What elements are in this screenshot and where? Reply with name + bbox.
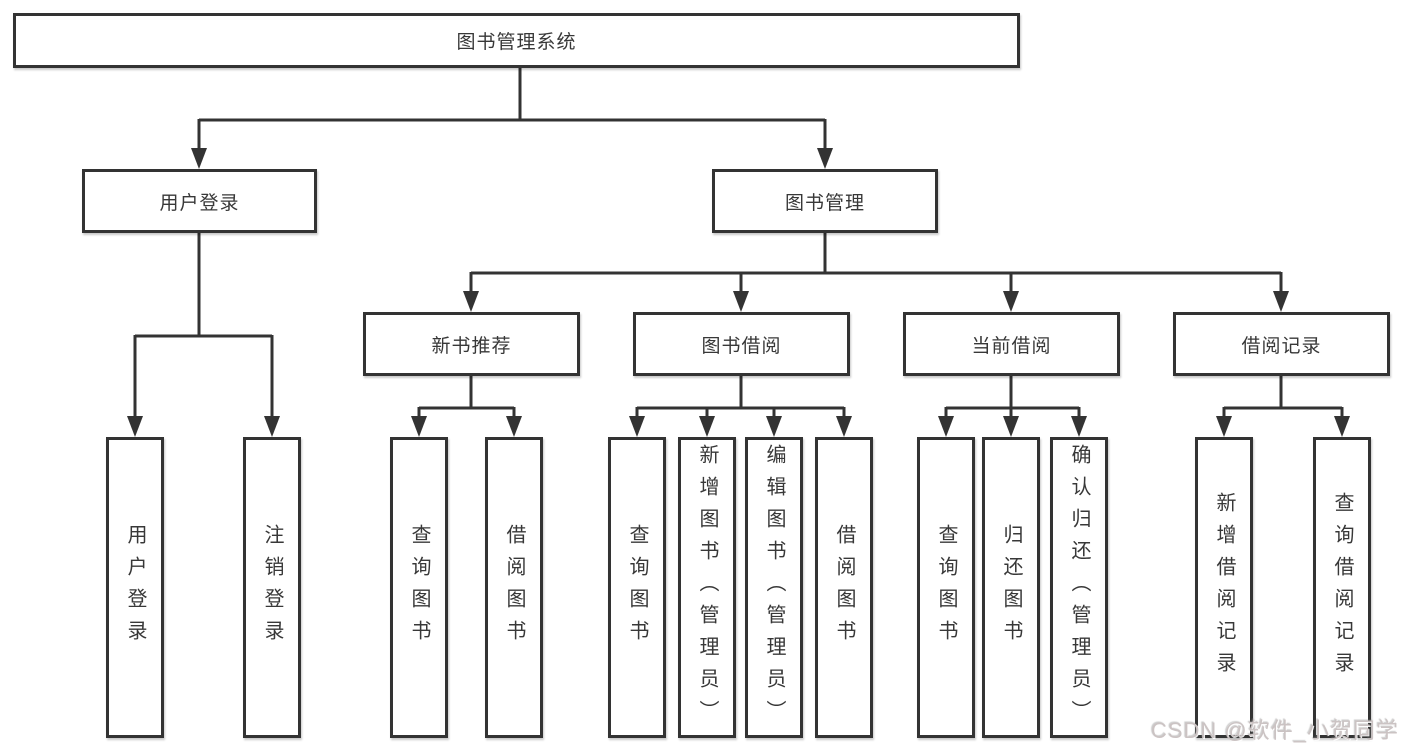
node-user-login-branch: 用户登录 [82,169,317,233]
leaf-label: 查询图书 [935,523,957,652]
watermark: CSDN @软件_小贺同学 [1150,718,1399,743]
leaf-label: 注销登录 [261,523,283,652]
leaf-logout: 注销登录 [243,437,301,738]
leaf-label: 新增图书（管理员） [696,443,718,732]
leaf-label: 归还图书 [1000,523,1022,652]
leaf-query-books-current: 查询图书 [917,437,975,738]
leaf-borrow-books: 借阅图书 [815,437,873,738]
leaf-edit-books-admin: 编辑图书（管理员） [745,437,803,738]
node-current-borrow: 当前借阅 [903,312,1120,376]
leaf-label: 编辑图书（管理员） [763,443,785,732]
leaf-borrow-books-recommend: 借阅图书 [485,437,543,738]
leaf-label: 查询图书 [408,523,430,652]
leaf-query-books-borrow: 查询图书 [608,437,666,738]
leaf-confirm-return-admin: 确认归还（管理员） [1050,437,1108,738]
node-root-system: 图书管理系统 [13,13,1020,68]
leaf-add-borrow-record: 新增借阅记录 [1195,437,1253,738]
leaf-return-books: 归还图书 [982,437,1040,738]
leaf-label: 借阅图书 [833,523,855,652]
node-book-borrow: 图书借阅 [633,312,850,376]
leaf-label: 新增借阅记录 [1213,491,1235,684]
arrowheads [127,148,1350,437]
leaf-user-login: 用户登录 [106,437,164,738]
leaf-query-books-recommend: 查询图书 [390,437,448,738]
leaf-label: 查询图书 [626,523,648,652]
leaf-add-books-admin: 新增图书（管理员） [678,437,736,738]
leaf-query-borrow-record: 查询借阅记录 [1313,437,1371,738]
node-book-management: 图书管理 [712,169,938,233]
node-borrow-records: 借阅记录 [1173,312,1390,376]
leaf-label: 用户登录 [124,523,146,652]
leaf-label: 借阅图书 [503,523,525,652]
leaf-label: 查询借阅记录 [1331,491,1353,684]
leaf-label: 确认归还（管理员） [1068,443,1090,732]
node-new-book-recommend: 新书推荐 [363,312,580,376]
